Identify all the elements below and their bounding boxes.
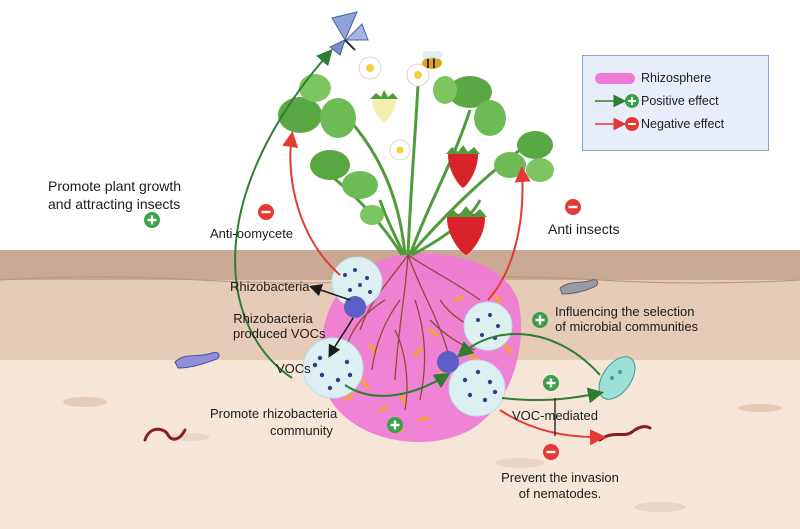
minus-icon xyxy=(258,204,274,220)
voc-producer-cell xyxy=(437,351,459,373)
arrow-voc-mediated-positive xyxy=(501,387,604,404)
rhizobacteria-vocs-label-line1: Rhizobacteria xyxy=(233,311,313,326)
influencing-label-line2: of microbial communities xyxy=(555,319,699,334)
bee-icon xyxy=(422,51,443,69)
minus-icon xyxy=(543,444,559,460)
legend-box: Rhizosphere Positive effect Negative eff… xyxy=(582,55,769,151)
rhizosphere-swatch xyxy=(595,73,635,84)
legend-positive-label: Positive effect xyxy=(641,94,719,108)
plus-icon xyxy=(532,312,548,328)
arrow-anti-oomycete xyxy=(282,131,341,276)
rhizobacteria-vocs-label-line2: produced VOCs xyxy=(233,326,326,341)
flower-icon xyxy=(389,139,411,161)
promote-growth-label-line1: Promote plant growth xyxy=(48,178,182,194)
legend-negative-label: Negative effect xyxy=(641,117,725,131)
plus-icon xyxy=(625,94,639,108)
arrow-voc-mediated-negative xyxy=(499,409,606,446)
vocs-label: VOCs xyxy=(276,361,311,376)
rhizobacteria-label: Rhizobacteria xyxy=(230,279,310,294)
bacteria-colony-vocs xyxy=(302,337,364,399)
worm-icon xyxy=(143,427,187,442)
prevent-nematodes-label-line1: Prevent the invasion xyxy=(501,470,619,485)
arrow-influencing-selection xyxy=(456,333,601,376)
strawberry-icon xyxy=(445,206,487,255)
legend-symbols xyxy=(595,73,639,131)
promote-rhizobacteria-label-line1: Promote rhizobacteria xyxy=(210,406,338,421)
anti-oomycete-label: Anti-oomycete xyxy=(210,226,294,241)
soil-pebble xyxy=(634,502,686,512)
butterfly-icon xyxy=(329,11,369,56)
arrow-promote-rhizobacteria xyxy=(344,372,451,397)
plus-icon xyxy=(543,375,559,391)
arrow-produced-vocs xyxy=(328,317,354,358)
minus-icon xyxy=(625,117,639,131)
influencing-label-line1: Influencing the selection xyxy=(555,304,695,319)
bacteria-colony-right xyxy=(463,301,513,351)
soil-pebble xyxy=(63,397,107,407)
protist-icon xyxy=(174,351,220,369)
bacteria-colony-bottom xyxy=(448,359,506,417)
strawberry-icon xyxy=(446,145,480,188)
arrow-to-rhizobacteria xyxy=(308,284,351,301)
soil-pebble xyxy=(496,458,544,468)
plus-icon xyxy=(387,417,403,433)
promote-growth-label-line2: and attracting insects xyxy=(48,196,181,212)
arrow-promote-growth xyxy=(234,48,333,379)
unripe-strawberry-icon xyxy=(370,90,398,122)
legend-rhizosphere-label: Rhizosphere xyxy=(641,71,712,85)
anti-insects-label: Anti insects xyxy=(548,221,620,237)
minus-icon xyxy=(565,199,581,215)
prevent-nematodes-label-line2: of nematodes. xyxy=(518,486,602,501)
voc-mediated-label: VOC-mediated xyxy=(512,408,598,423)
flower-icon xyxy=(358,56,382,80)
strawberry-plant xyxy=(278,74,554,257)
soil-pebble xyxy=(738,404,782,412)
promote-rhizobacteria-label-line2: community xyxy=(270,423,333,438)
arrow-anti-insects xyxy=(487,166,531,301)
protist-icon xyxy=(559,279,599,295)
voc-producer-cell xyxy=(344,296,366,318)
plus-icon xyxy=(144,212,160,228)
flower-icon xyxy=(406,63,430,87)
nematode-icon xyxy=(598,425,652,442)
